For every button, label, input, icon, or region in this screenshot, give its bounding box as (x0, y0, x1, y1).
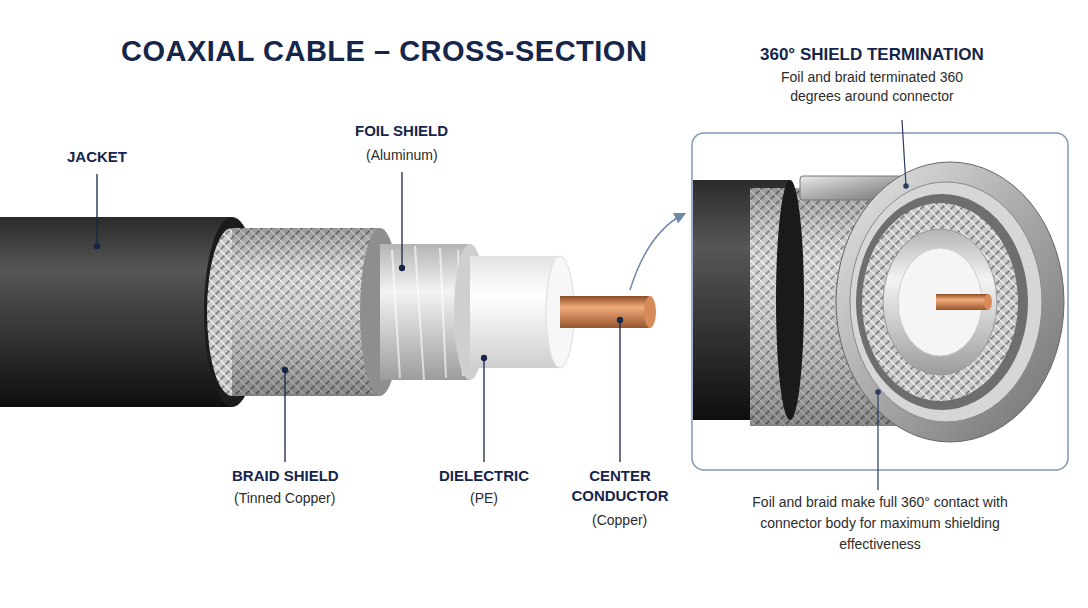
leader-line (96, 174, 97, 246)
nut-groove (856, 194, 1028, 410)
jacket-body (0, 217, 232, 407)
braid-ring (862, 203, 1018, 401)
part-name: BRAID SHIELD (232, 466, 339, 486)
inset-jacket-end (776, 180, 804, 420)
pointer-arrow (630, 214, 684, 290)
leader-line (619, 320, 620, 462)
inset-pin-end (984, 294, 992, 310)
leader-dot (95, 244, 100, 249)
leader-dot (482, 356, 487, 361)
leader-dot (876, 390, 880, 394)
inset-heading: 360° SHIELD TERMINATION (760, 44, 984, 67)
leader-line (284, 370, 285, 462)
leader-line (483, 358, 484, 462)
inset-pin (936, 294, 988, 310)
connector-nut (836, 162, 1064, 442)
conductor-end (644, 296, 656, 328)
leader-line (877, 392, 878, 490)
leader-dot (904, 184, 908, 188)
part-name: JACKET (67, 147, 127, 167)
leader-line (902, 120, 906, 186)
material-note: (PE) (470, 489, 498, 508)
conductor-body (560, 296, 650, 328)
material-note: (Aluminum) (366, 146, 438, 165)
part-name: FOIL SHIELD (355, 121, 448, 141)
material-note: (Tinned Copper) (234, 489, 335, 508)
foil-crinkles (392, 246, 463, 380)
inset-note: Foil and braid terminated 360 degrees ar… (772, 68, 972, 106)
leader-dot (618, 318, 623, 323)
material-note: (Copper) (592, 511, 647, 530)
part-name: DIELECTRIC (439, 466, 529, 486)
leader-dot (283, 368, 288, 373)
leader-lines (95, 172, 623, 462)
inset-caption: Foil and braid make full 360° contact wi… (749, 492, 1011, 555)
foil-ring (883, 229, 997, 375)
diagram-title: COAXIAL CABLE – CROSS-SECTION (121, 32, 647, 71)
coax-cable (0, 217, 656, 407)
braid-shading (232, 228, 380, 396)
leader-line (401, 172, 402, 268)
nut-inner (850, 182, 1042, 422)
leader-dot (400, 266, 405, 271)
braid-body (232, 228, 380, 396)
part-name: CENTER CONDUCTOR (564, 466, 676, 507)
inset-leaders (876, 120, 908, 490)
